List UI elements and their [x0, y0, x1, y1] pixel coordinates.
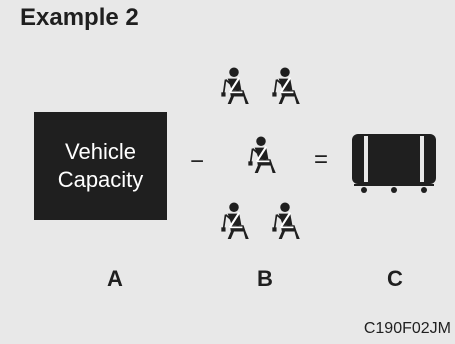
label-c: C [387, 266, 403, 291]
occupant-icon [217, 67, 251, 105]
example-title: Example 2 [20, 4, 139, 31]
vehicle-capacity-box: Vehicle Capacity [34, 112, 167, 220]
figure-code: C190F02JM [363, 320, 451, 337]
occupant-icon [217, 202, 251, 240]
label-b: B [257, 266, 273, 291]
occupant-icon [268, 67, 302, 105]
occupant-icon [268, 202, 302, 240]
box-text-line2: Capacity [57, 167, 144, 192]
minus-sign: − [190, 148, 205, 175]
equals-sign: = [314, 146, 329, 173]
label-a: A [107, 266, 123, 291]
occupant-icon [244, 136, 278, 174]
cargo-icon [352, 134, 436, 193]
box-text-line1: Vehicle [65, 139, 136, 164]
